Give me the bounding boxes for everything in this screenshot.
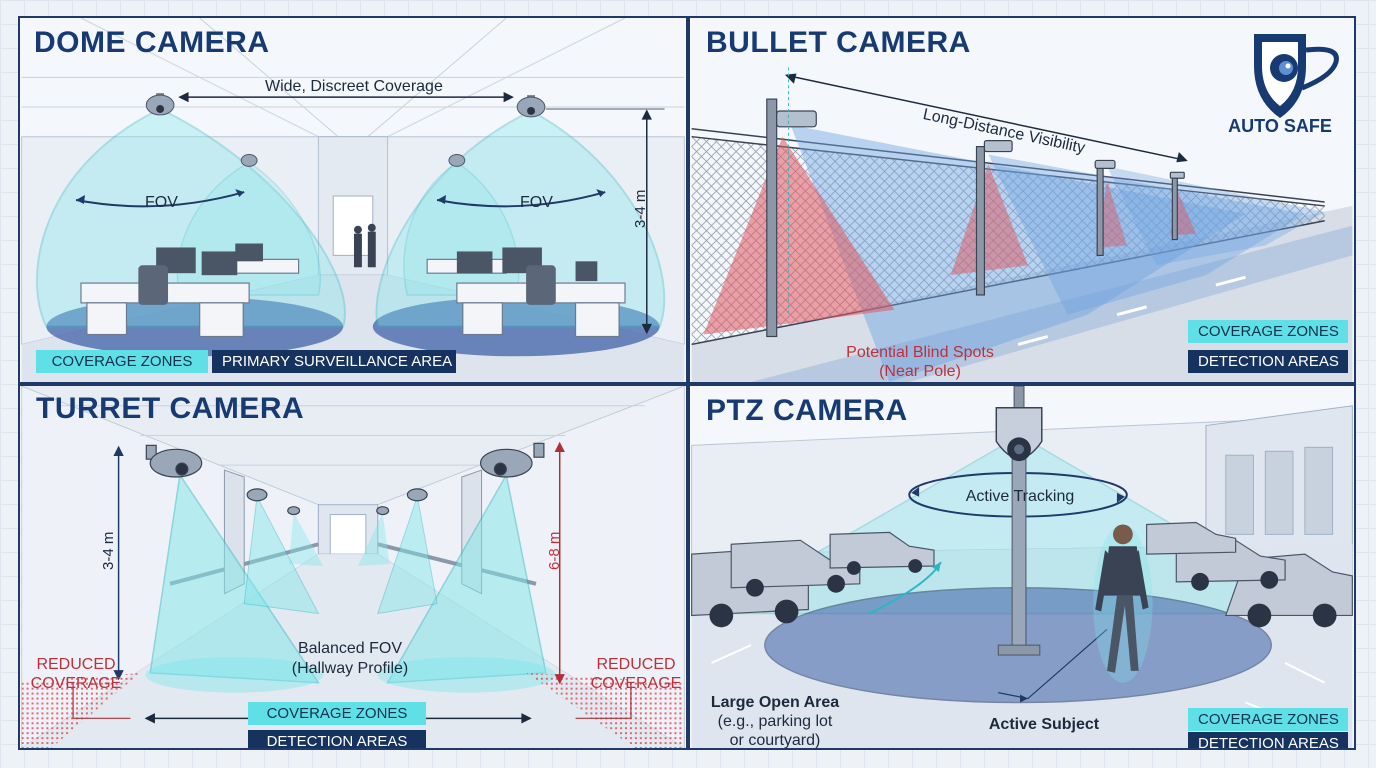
turret-fov-label-1: Balanced FOV xyxy=(297,640,403,657)
ptz-coverage-zones-tag: COVERAGE ZONES xyxy=(1188,708,1348,731)
turret-camera-panel: TURRET CAMERA 3-4 m 6-8 m Balanced FOV (… xyxy=(18,384,688,750)
turret-reduced-right-1: REDUCED xyxy=(596,656,676,673)
dome-title: DOME CAMERA xyxy=(34,26,270,59)
dome-camera-right xyxy=(516,95,546,118)
bullet-detection-areas-tag: DETECTION AREAS xyxy=(1188,350,1348,373)
ptz-area-label-2: (e.g., parking lot xyxy=(717,713,833,730)
dome-camera-left xyxy=(145,93,175,116)
bullet-cameras xyxy=(776,110,1185,179)
turret-fov-label-2: (Hallway Profile) xyxy=(291,660,409,677)
bullet-blind-spot-label-2: (Near Pole) xyxy=(879,363,961,380)
ptz-area-label-3: or courtyard) xyxy=(729,732,821,749)
auto-safe-shield-logo xyxy=(1254,34,1339,118)
turret-camera-right xyxy=(479,448,533,478)
dome-coverage-zones-tag: COVERAGE ZONES xyxy=(36,350,208,373)
ptz-tracking-label: Active Tracking xyxy=(965,488,1075,505)
turret-reduced-left-1: REDUCED xyxy=(36,656,116,673)
active-subject-person xyxy=(1093,524,1153,683)
turret-height-left-label: 3-4 m xyxy=(100,531,117,570)
turret-detection-areas-tag: DETECTION AREAS xyxy=(248,730,426,748)
bullet-blind-spot-1 xyxy=(703,136,895,335)
dome-fov-right-label: FOV xyxy=(520,194,553,211)
turret-cone-right xyxy=(386,472,547,684)
bullet-blind-spot-label-1: Potential Blind Spots xyxy=(846,344,994,361)
dome-primary-area-tag: PRIMARY SURVEILLANCE AREA xyxy=(212,350,456,373)
dome-height-label: 3-4 m xyxy=(632,189,649,228)
turret-reduced-right-2: COVERAGE xyxy=(590,675,682,692)
bullet-camera-panel: BULLET CAMERA Long-Distance Visibility P… xyxy=(688,16,1356,384)
dome-coverage-label: Wide, Discreet Coverage xyxy=(265,78,443,95)
ptz-camera-panel: PTZ CAMERA Active Tracking Large Open Ar… xyxy=(688,384,1356,750)
dome-fov-left-label: FOV xyxy=(145,194,178,211)
turret-cone-left xyxy=(149,473,320,684)
bullet-fence-scene xyxy=(691,67,1353,382)
turret-height-right-label: 6-8 m xyxy=(546,531,563,570)
ptz-title: PTZ CAMERA xyxy=(706,394,908,427)
ptz-detection-areas-tag: DETECTION AREAS xyxy=(1188,732,1348,748)
bullet-coverage-zones-tag: COVERAGE ZONES xyxy=(1188,320,1348,343)
turret-reduced-zone-left xyxy=(21,672,141,748)
turret-camera-left xyxy=(149,448,203,478)
turret-coverage-zones-tag: COVERAGE ZONES xyxy=(248,702,426,725)
logo-text: AUTO SAFE xyxy=(1228,116,1332,136)
ptz-parking-scene xyxy=(691,386,1353,748)
dome-office-scene xyxy=(21,18,685,382)
turret-reduced-zone-right xyxy=(526,672,685,748)
turret-hallway-scene xyxy=(21,386,685,748)
dome-camera-panel: DOME CAMERA Wide, Discreet Coverage FOV … xyxy=(18,16,688,384)
ptz-area-label-1: Large Open Area xyxy=(710,694,840,711)
turret-title: TURRET CAMERA xyxy=(36,392,305,425)
ptz-subject-label: Active Subject xyxy=(988,716,1100,733)
ptz-camera xyxy=(995,386,1043,462)
turret-reduced-left-2: COVERAGE xyxy=(30,675,122,692)
bullet-title: BULLET CAMERA xyxy=(706,26,971,59)
